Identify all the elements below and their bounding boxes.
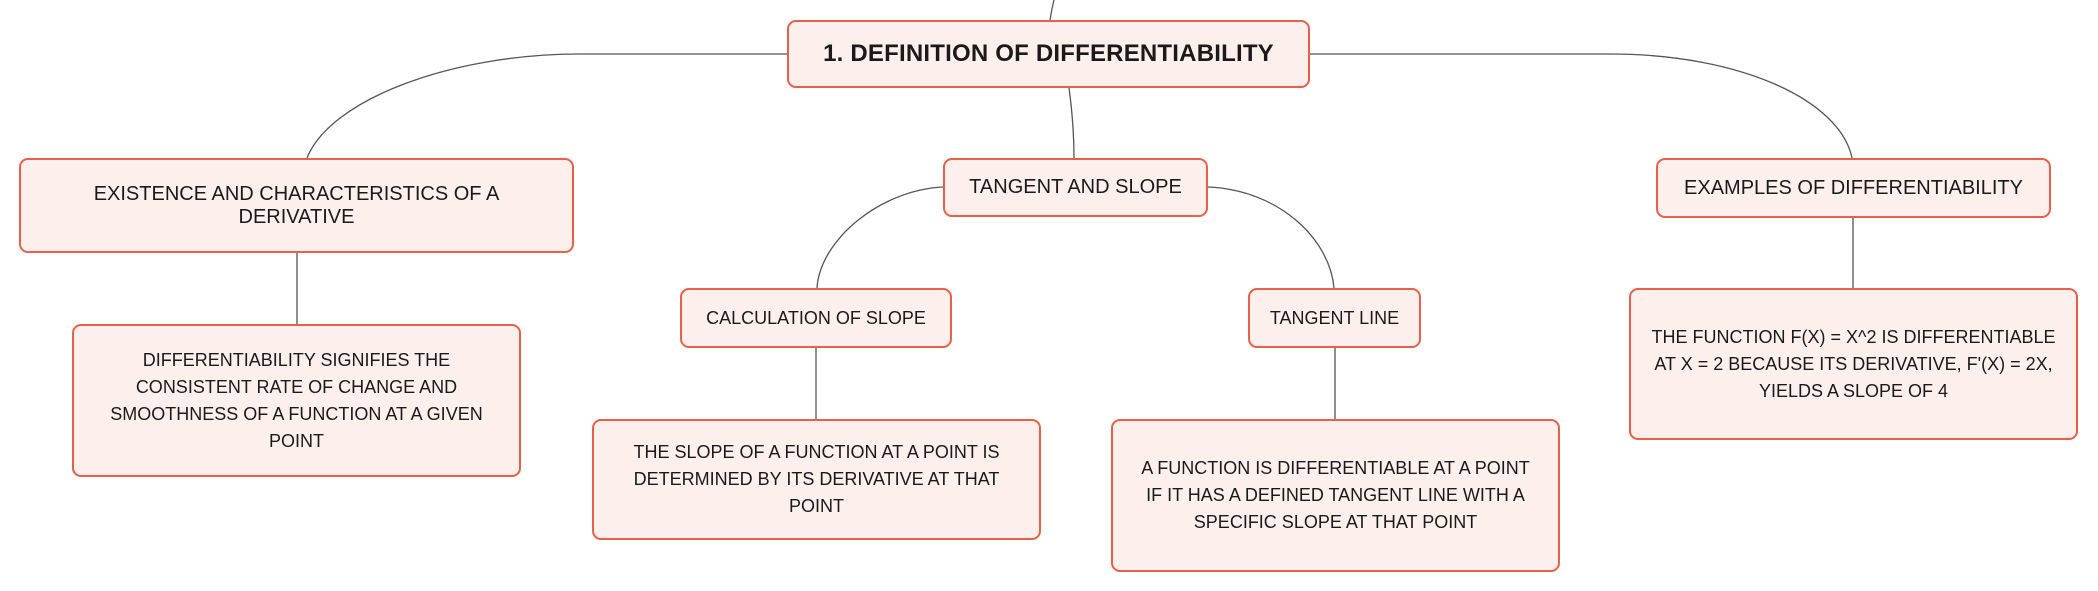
connector-root-to-tangent-slope [1068, 87, 1075, 159]
connector-tangent-slope-to-calculation [816, 186, 944, 289]
subtopic-tangent-line[interactable]: TANGENT LINE [1248, 288, 1421, 348]
detail-text: A FUNCTION IS DIFFERENTIABLE AT A POINT … [1141, 458, 1530, 532]
detail-slope-of-function[interactable]: THE SLOPE OF A FUNCTION AT A POINT IS DE… [592, 419, 1041, 540]
root-label: 1. DEFINITION OF DIFFERENTIABILITY [823, 40, 1274, 67]
detail-function-x-squared[interactable]: THE FUNCTION F(X) = X^2 IS DIFFERENTIABL… [1629, 288, 2078, 440]
subtopic-label: TANGENT LINE [1269, 307, 1400, 328]
detail-text: THE FUNCTION F(X) = X^2 IS DIFFERENTIABL… [1651, 326, 2056, 401]
topic-label: EXISTENCE AND CHARACTERISTICS OF A DERIV… [93, 182, 500, 228]
subtopic-calculation-of-slope[interactable]: CALCULATION OF SLOPE [680, 288, 952, 348]
detail-text: THE SLOPE OF A FUNCTION AT A POINT IS DE… [633, 442, 1000, 516]
topic-label: EXAMPLES OF DIFFERENTIABILITY [1684, 176, 2023, 199]
topic-examples-of-differentiability[interactable]: EXAMPLES OF DIFFERENTIABILITY [1656, 158, 2051, 218]
detail-differentiability-signifies[interactable]: DIFFERENTIABILITY SIGNIFIES THE CONSISTE… [72, 324, 521, 477]
topic-existence-of-derivative[interactable]: EXISTENCE AND CHARACTERISTICS OF A DERIV… [19, 158, 574, 253]
root-node[interactable]: 1. DEFINITION OF DIFFERENTIABILITY [787, 20, 1310, 88]
connector-tangent-slope-to-tangent-line [1207, 186, 1335, 289]
topic-tangent-and-slope[interactable]: TANGENT AND SLOPE [943, 158, 1208, 217]
topic-label: TANGENT AND SLOPE [969, 176, 1182, 198]
detail-function-is-differentiable[interactable]: A FUNCTION IS DIFFERENTIABLE AT A POINT … [1111, 419, 1560, 572]
subtopic-label: CALCULATION OF SLOPE [706, 307, 926, 328]
connector-root-to-examples [1310, 53, 1853, 159]
connector-parent-up [1049, 0, 1055, 21]
detail-text: DIFFERENTIABILITY SIGNIFIES THE CONSISTE… [110, 349, 483, 451]
connector-root-to-existence [306, 53, 787, 159]
